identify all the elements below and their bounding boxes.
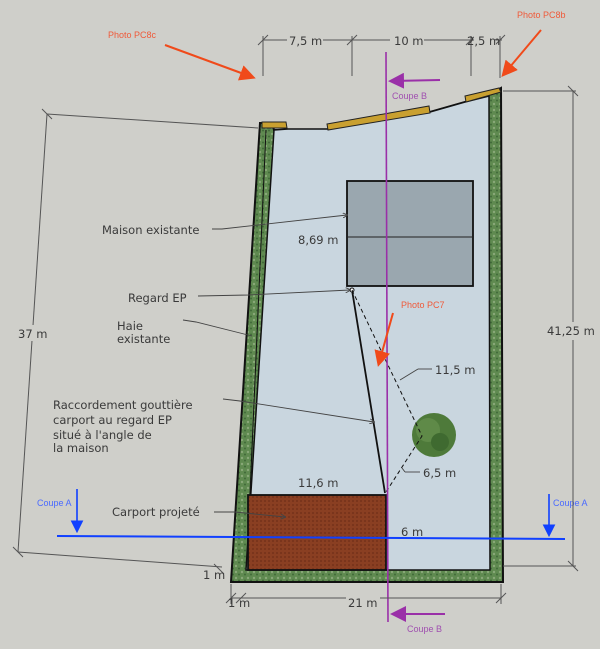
section-b-label-bottom: Coupe B xyxy=(407,624,442,634)
dim-carport-length: 11,6 m xyxy=(298,476,338,490)
section-a-line xyxy=(56,535,566,540)
dim-left-depth: 37 m xyxy=(18,327,48,341)
dim-bottom-margin-below: 1 m xyxy=(228,596,250,610)
fence xyxy=(464,87,502,103)
top-dimension xyxy=(257,32,506,78)
dim-top-left: 7,5 m xyxy=(289,34,322,48)
photo-pc8b-arrow xyxy=(501,29,542,78)
label-connection-line: situé à l'angle de xyxy=(53,428,152,442)
dim-diagonal-regard-tree: 11,5 m xyxy=(435,363,475,377)
photo-pc7-arrow xyxy=(374,312,394,367)
label-regard-ep: Regard EP xyxy=(128,291,187,305)
fence xyxy=(326,105,431,131)
dim-top-middle: 10 m xyxy=(394,34,424,48)
planned-carport xyxy=(247,494,387,571)
dim-bottom-margin-side: 1 m xyxy=(203,568,225,582)
label-connection-line: Raccordement gouttière xyxy=(53,398,193,412)
tree-icon xyxy=(412,413,456,457)
label-connection: Raccordement gouttière carport au regard… xyxy=(53,398,193,455)
photo-pc8c-label: Photo PC8c xyxy=(108,30,157,40)
dim-carport-width: 6 m xyxy=(401,525,423,539)
section-b-arrow-top xyxy=(388,72,441,89)
label-connection-line: la maison xyxy=(53,441,109,455)
existing-house xyxy=(346,180,474,287)
dim-top-right: 2,5 m xyxy=(467,34,500,48)
label-existing-house: Maison existante xyxy=(102,223,199,237)
section-a-label-right: Coupe A xyxy=(553,498,588,508)
section-b-label-top: Coupe B xyxy=(392,91,427,101)
section-a-label-left: Coupe A xyxy=(37,498,72,508)
photo-pc7-label: Photo PC7 xyxy=(401,300,445,310)
gutter-connection-line xyxy=(351,289,386,494)
dim-diagonal-tree-carport: 6,5 m xyxy=(423,466,456,480)
dim-right-depth: 41,25 m xyxy=(547,324,595,338)
label-hedge-line1: Haie xyxy=(117,319,143,333)
diagonal-dimension xyxy=(351,289,423,493)
right-dimension xyxy=(503,85,600,572)
label-hedge-line2: existante xyxy=(117,332,170,346)
dim-house-depth: 8,69 m xyxy=(298,233,338,247)
label-carport: Carport projeté xyxy=(112,505,200,519)
bottom-dimension xyxy=(213,563,507,608)
left-dimension xyxy=(12,108,259,568)
label-connection-line: carport au regard EP xyxy=(53,413,172,427)
fence xyxy=(261,121,288,129)
photo-pc8c-arrow xyxy=(164,44,256,81)
photo-pc8b-label: Photo PC8b xyxy=(517,10,566,20)
dim-bottom-width: 21 m xyxy=(348,596,378,610)
hedge-inner-edge xyxy=(249,129,267,495)
